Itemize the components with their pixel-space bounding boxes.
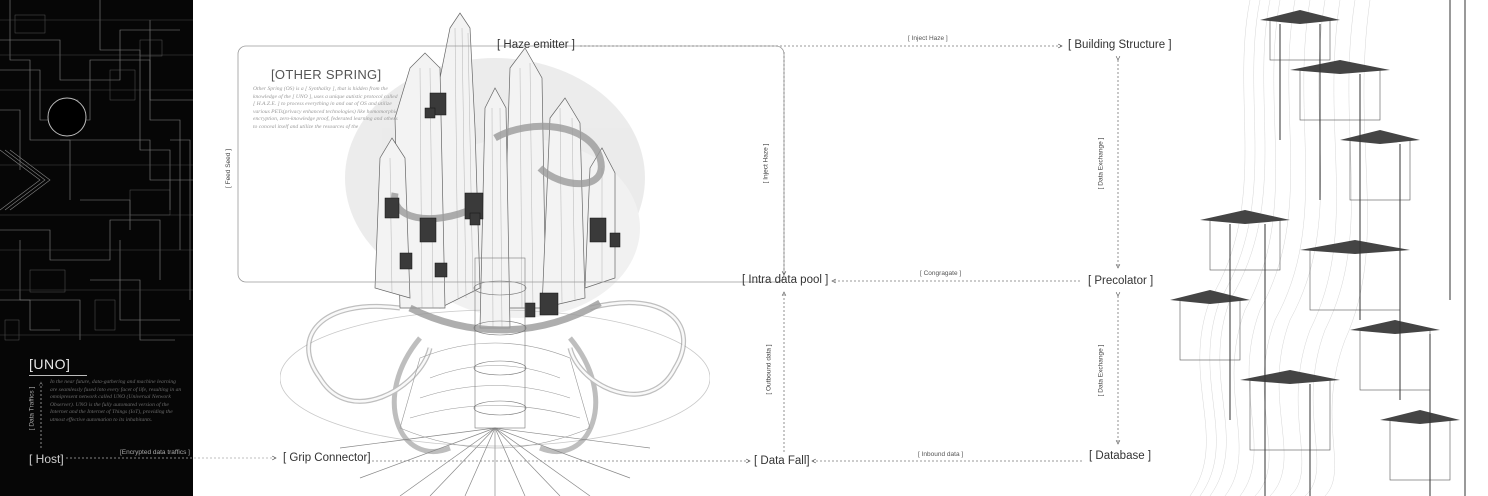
base-radial-lines bbox=[339, 427, 651, 496]
encrypted-traffic-label: [Encrypted data traffics ] bbox=[118, 449, 192, 456]
other-spring-description: Other Spring (OS) is a [ Synthality ], t… bbox=[253, 86, 398, 130]
feed-seed-label: [ Feed Seed ] bbox=[225, 148, 233, 189]
haze-emitter-node: [ Haze emitter ] bbox=[497, 39, 575, 51]
cliff-hatching bbox=[1189, 0, 1371, 496]
columns bbox=[1229, 0, 1466, 496]
spiral-base bbox=[399, 342, 591, 449]
uno-panel: [UNO] In the near future, data-gathering… bbox=[0, 0, 193, 496]
intra-data-pool-node: [ Intra data pool ] bbox=[742, 274, 829, 286]
grip-connector-node: [ Grip Connector] bbox=[283, 452, 371, 464]
data-fall-node: [ Data Fall] bbox=[754, 455, 810, 467]
outbound-data-label: [ Outbound data ] bbox=[765, 344, 773, 395]
pagoda-roofs bbox=[1170, 10, 1460, 424]
precolator-node: [ Precolator ] bbox=[1088, 275, 1154, 287]
uno-divider bbox=[29, 375, 87, 376]
inbound-data-label: [ Inbound data ] bbox=[918, 451, 964, 458]
core-circle-icon bbox=[47, 97, 87, 137]
building-structure-illustration bbox=[1170, 0, 1466, 496]
uno-title: [UNO] bbox=[29, 356, 71, 372]
other-spring-title: [OTHER SPRING] bbox=[271, 67, 382, 82]
circuit-pattern bbox=[0, 0, 193, 341]
inject-haze-label: [ Inject Haze ] bbox=[908, 35, 948, 42]
data-exchange-upper-label: [ Data Exchange ] bbox=[1097, 137, 1105, 190]
host-node: [ Host] bbox=[29, 452, 64, 466]
congragate-label: [ Congragate ] bbox=[920, 270, 962, 277]
data-exchange-lower-label: [ Data Exchange ] bbox=[1097, 344, 1105, 397]
data-traffics-label: [ Data Traffics ] bbox=[28, 386, 36, 431]
uno-description: In the near future, data-gathering and m… bbox=[50, 379, 182, 423]
building-structure-node: [ Building Structure ] bbox=[1068, 39, 1172, 51]
database-node: [ Database ] bbox=[1089, 450, 1152, 462]
inject-haze-vertical-label: [ Inject Haze ] bbox=[762, 143, 770, 184]
